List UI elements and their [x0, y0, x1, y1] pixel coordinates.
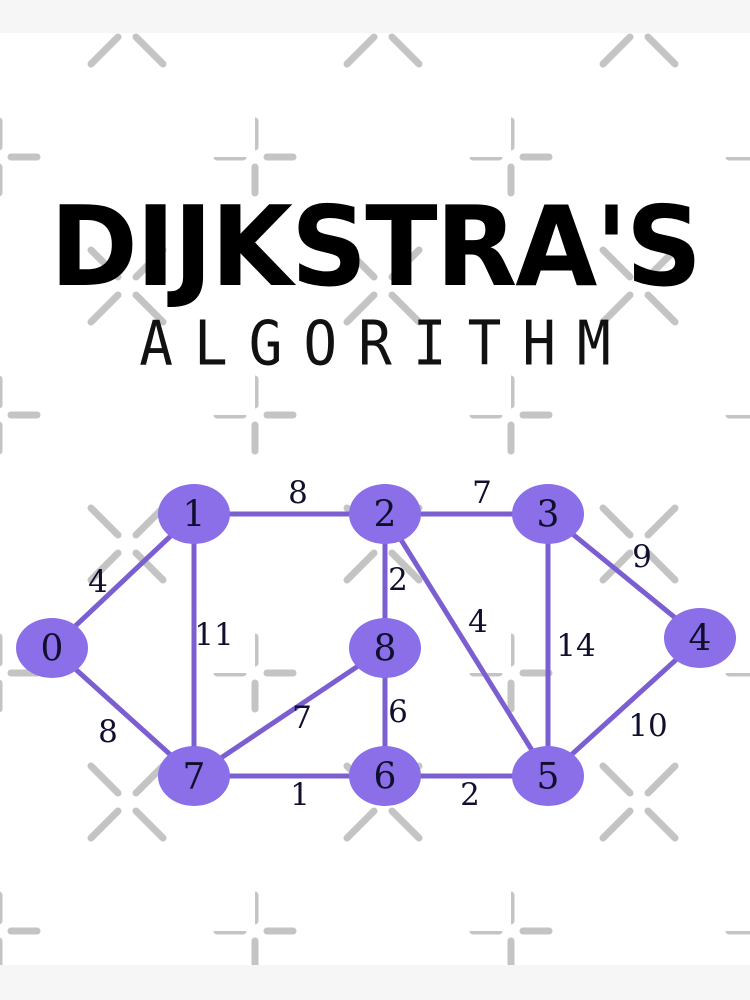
- graph-node-0[interactable]: [16, 618, 88, 678]
- edge-weight-0-1: 4: [88, 564, 108, 600]
- edge-weight-1-7: 11: [194, 617, 233, 653]
- graph-node-4[interactable]: [664, 608, 736, 668]
- graph-edge-4-5: [545, 635, 703, 779]
- graph-figure: 0 1 2 3 4 5 6 7 8 4 8 8 11 7 2 4 9 14 10 2 1 6 7: [0, 450, 750, 850]
- graph-svg: 0 1 2 3 4 5 6 7 8 4 8 8 11 7 2 4 9 14 10 2 1 6 7: [16, 475, 736, 813]
- edge-weight-7-8: 7: [292, 700, 312, 736]
- edge-weight-5-6: 2: [460, 777, 480, 813]
- graph-node-label-6: 6: [374, 757, 397, 798]
- graph-edge-7-8: [191, 645, 388, 779]
- edge-weight-2-8: 2: [388, 562, 408, 598]
- bottom-border-band: [0, 965, 750, 1000]
- graph-node-1[interactable]: [158, 484, 230, 544]
- edge-weight-2-5: 4: [468, 604, 488, 640]
- top-border-band: [0, 0, 750, 33]
- graph-node-label-2: 2: [374, 495, 397, 536]
- graph-node-6[interactable]: [349, 746, 421, 806]
- graph-node-5[interactable]: [512, 746, 584, 806]
- graph-node-2[interactable]: [349, 484, 421, 544]
- edge-weight-3-5: 14: [556, 628, 595, 664]
- graph-node-label-5: 5: [537, 757, 560, 798]
- edge-weight-3-4: 9: [632, 539, 652, 575]
- edge-weight-0-7: 8: [98, 714, 118, 750]
- edge-weight-6-8: 6: [388, 694, 408, 730]
- graph-node-label-4: 4: [689, 619, 712, 660]
- graph-node-label-8: 8: [374, 629, 397, 670]
- title-block: DIJKSTRA'S ALGORITHM: [0, 182, 750, 375]
- graph-node-label-3: 3: [537, 495, 560, 536]
- graph-node-3[interactable]: [512, 484, 584, 544]
- page-title: DIJKSTRA'S: [49, 182, 702, 312]
- graph-node-7[interactable]: [158, 746, 230, 806]
- page-subtitle: ALGORITHM: [139, 308, 632, 380]
- graph-edge-2-5: [382, 511, 551, 779]
- graph-node-8[interactable]: [349, 618, 421, 678]
- edge-weight-4-5: 10: [628, 708, 667, 744]
- edge-weight-1-2: 8: [288, 475, 308, 511]
- nodes-layer: 0 1 2 3 4 5 6 7 8: [16, 484, 736, 806]
- graph-node-label-0: 0: [41, 629, 64, 670]
- edge-weights-layer: 4 8 8 11 7 2 4 9 14 10 2 1 6 7: [88, 475, 668, 813]
- edge-weight-2-3: 7: [472, 475, 492, 511]
- graph-node-label-7: 7: [183, 757, 206, 798]
- graph-node-label-1: 1: [183, 495, 206, 536]
- edge-weight-6-7: 1: [290, 777, 310, 813]
